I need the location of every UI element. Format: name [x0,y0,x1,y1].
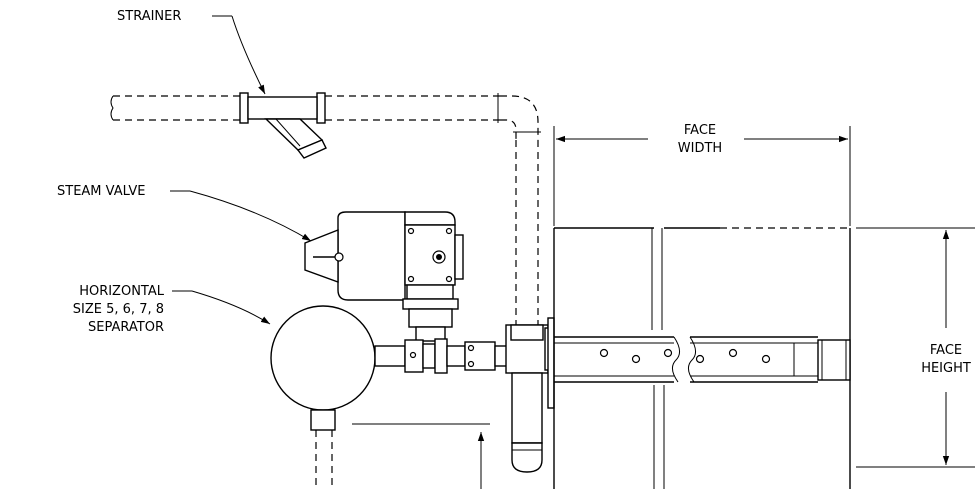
separator-label-2: SIZE 5, 6, 7, 8 [73,302,164,317]
face-height-label-2: HEIGHT [921,361,971,376]
separator [270,305,376,489]
separator-label-1: HORIZONTAL [79,284,165,299]
strainer [239,92,327,159]
face-width-label-2: WIDTH [678,141,722,156]
strainer-label: STRAINER [117,9,181,24]
face-height-label-1: FACE [930,343,962,358]
separator-label-3: SEPARATOR [88,320,164,335]
separator-callout: HORIZONTAL SIZE 5, 6, 7, 8 SEPARATOR [73,284,271,335]
steam-valve-callout: STEAM VALVE [57,184,312,242]
manifold-flange [547,317,555,409]
strainer-callout: STRAINER [117,9,266,95]
steam-nozzles [599,348,771,364]
face-width-dimension: FACE WIDTH [553,123,851,226]
face-height-dimension: FACE HEIGHT [856,227,975,468]
supply-pipe-top [110,93,541,325]
face-width-label-1: FACE [684,123,716,138]
tee-and-drain [505,324,552,473]
dispersion-tube [554,336,851,383]
steam-valve [304,211,464,342]
clearance-dimension [352,423,490,489]
connecting-pipe [374,338,510,374]
steam-valve-label: STEAM VALVE [57,184,146,199]
